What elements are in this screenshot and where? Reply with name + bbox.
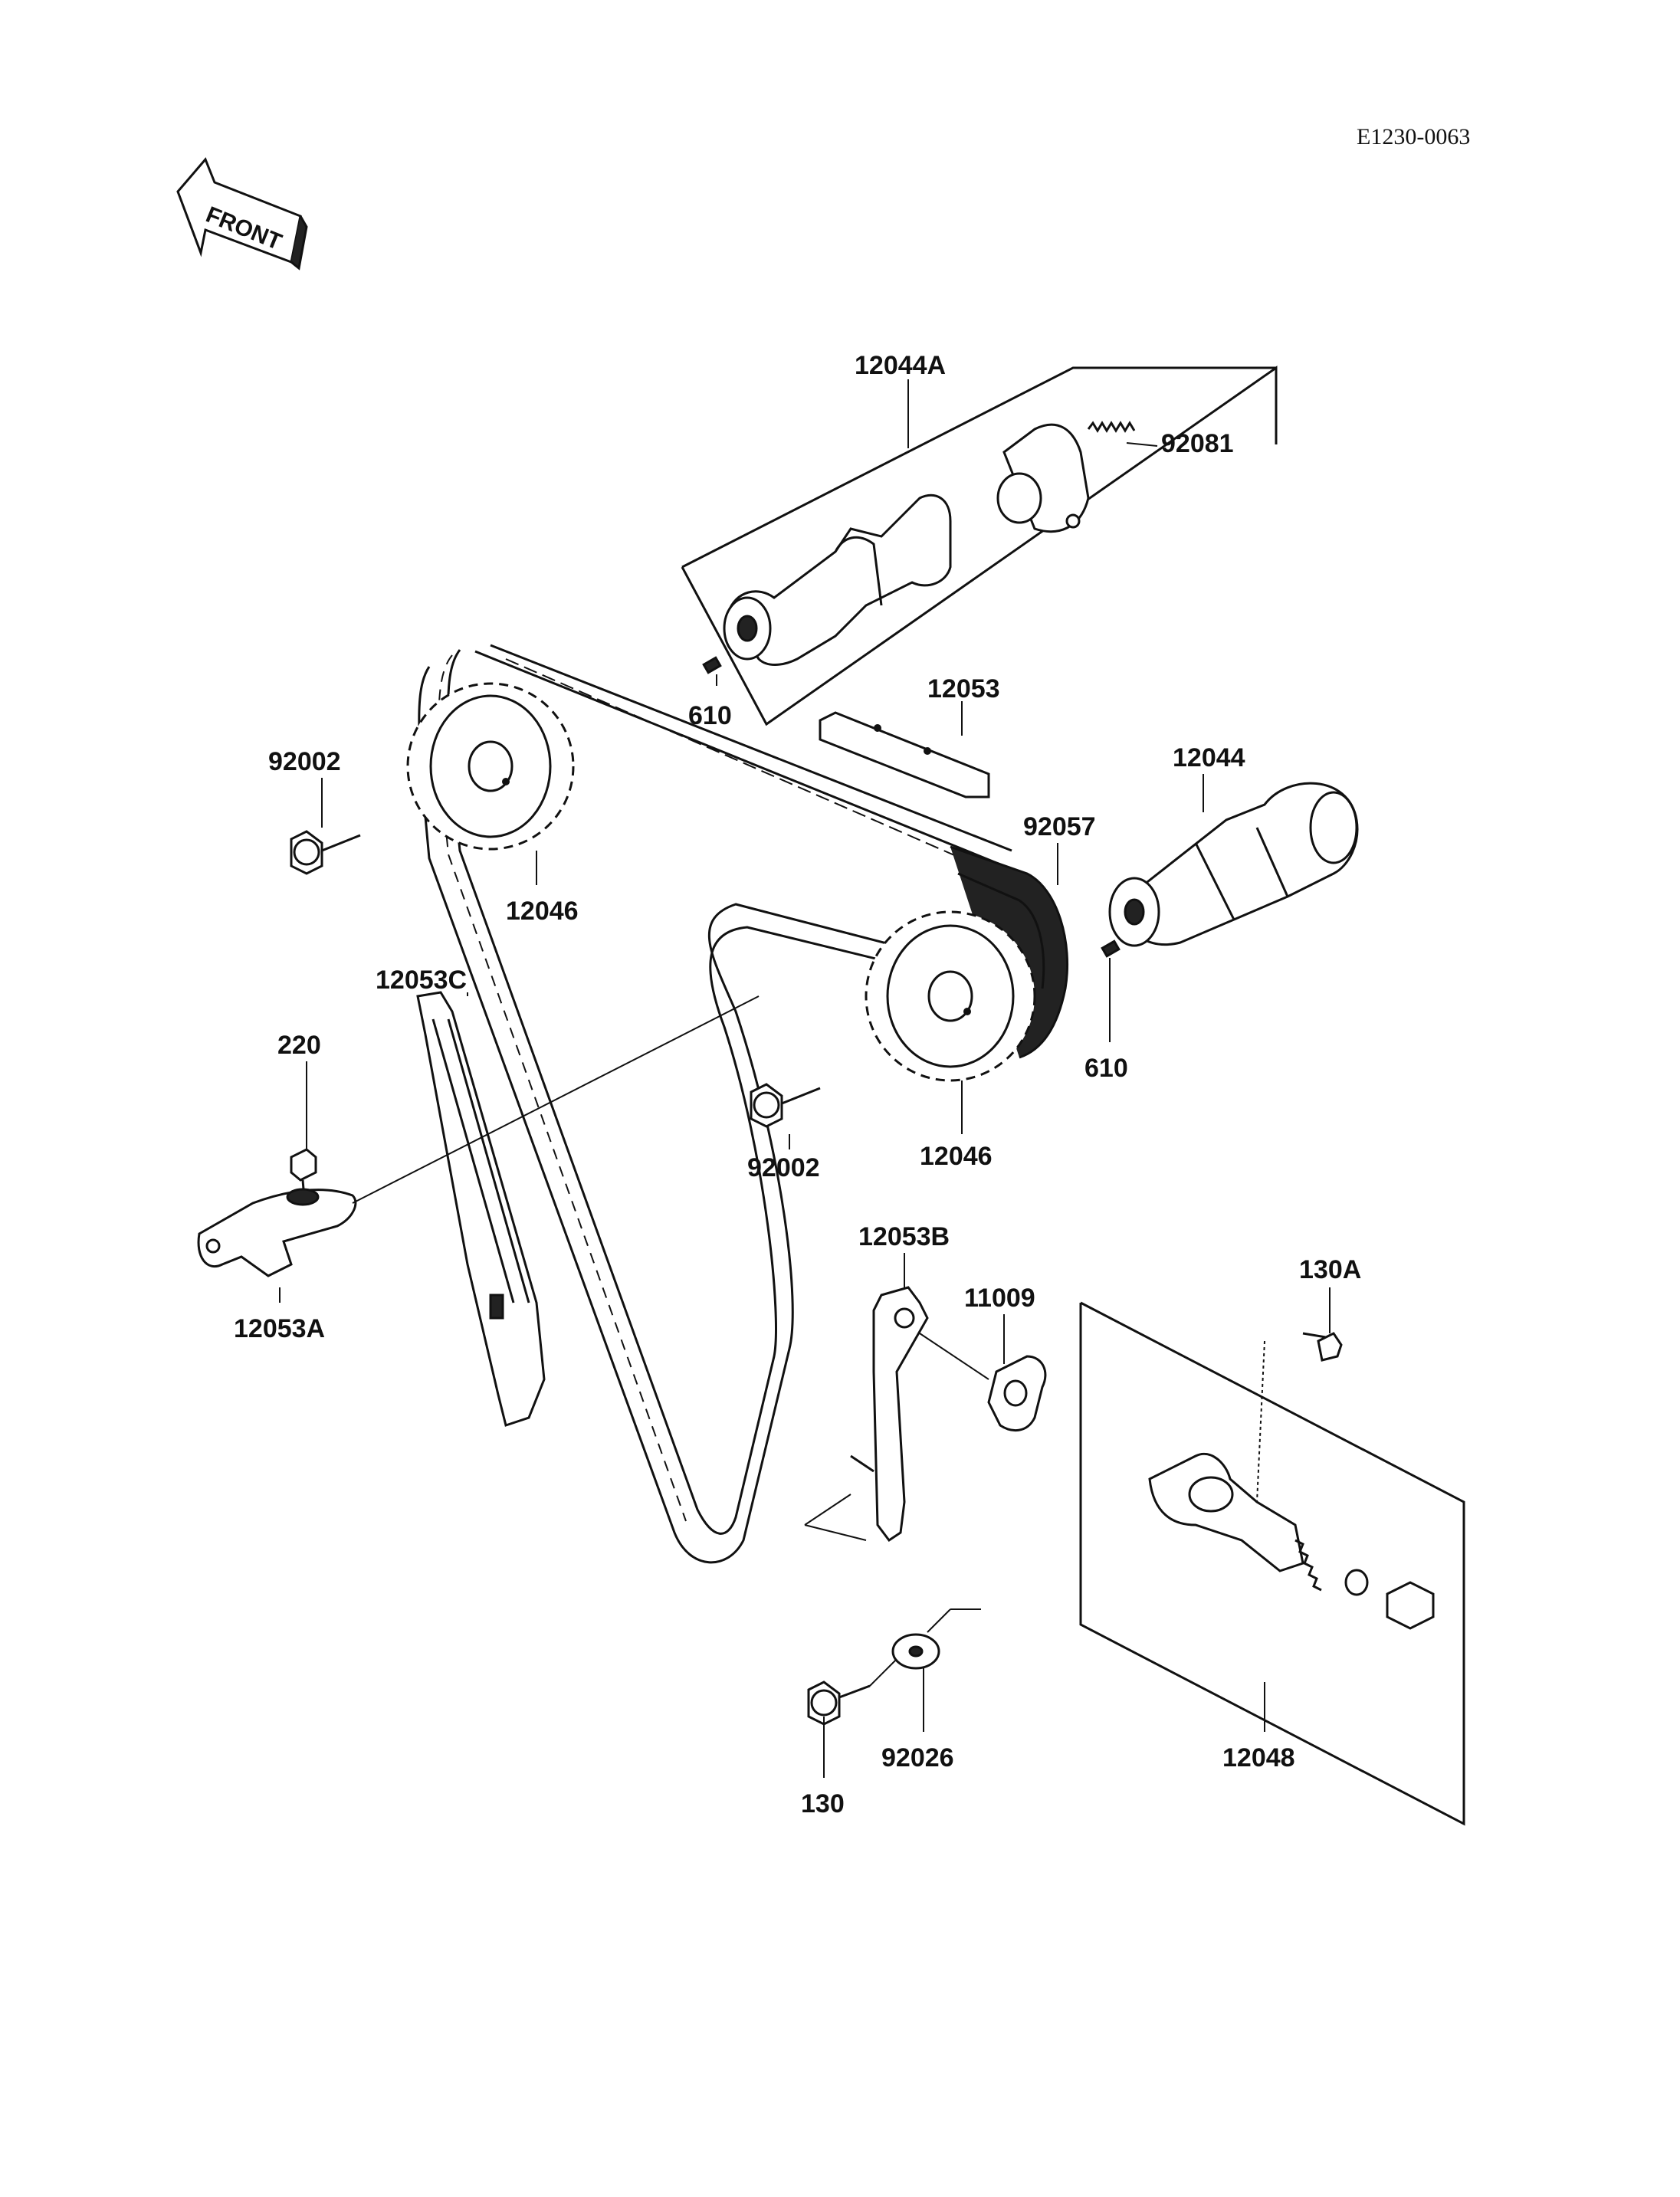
- washer-icon: [891, 1608, 981, 1670]
- label-washer: 92026: [881, 1743, 954, 1772]
- leader-gasket: [919, 1333, 989, 1380]
- leader-lines: [279, 379, 1331, 1778]
- camshaft-exhaust-group: [681, 366, 1278, 726]
- tensioner-group: [1079, 1301, 1465, 1826]
- leader-guide-a: [352, 995, 760, 1204]
- label-guide-upper: 12053: [927, 674, 1000, 703]
- front-arrow-icon: FRONT: [176, 157, 308, 271]
- chain-guide-upper: [819, 711, 990, 798]
- bolt-130-icon: [807, 1658, 897, 1726]
- label-guide-a: 12053A: [234, 1314, 325, 1343]
- label-bolt-upper-left: 92002: [268, 747, 341, 776]
- label-bolt-130a: 130A: [1299, 1255, 1361, 1284]
- label-sprocket-right: 12046: [920, 1142, 993, 1171]
- label-camshaft-exhaust: 12044A: [855, 351, 946, 380]
- chain-guide-a: [197, 1188, 357, 1277]
- label-bolt-center: 92002: [747, 1153, 820, 1182]
- sprocket-left: [406, 682, 575, 851]
- bolt-130a-icon: [1302, 1332, 1343, 1362]
- label-guide-c: 12053C: [376, 966, 467, 995]
- sprocket-right: [865, 910, 1036, 1082]
- label-spring: 92081: [1161, 429, 1234, 458]
- chain-guide-c: [416, 991, 546, 1427]
- label-bolt-130: 130: [801, 1789, 845, 1818]
- label-guide-b: 12053B: [858, 1222, 950, 1251]
- label-sprocket-left: 12046: [506, 897, 579, 926]
- label-gasket: 11009: [964, 1284, 1035, 1313]
- bolt-center-icon: [750, 1083, 821, 1128]
- label-pin-upper: 610: [688, 701, 732, 730]
- chain-guide-b: [804, 1286, 929, 1543]
- label-camshaft-intake: 12044: [1173, 743, 1245, 772]
- label-chain: 92057: [1023, 812, 1096, 841]
- gasket: [987, 1355, 1047, 1432]
- diagram-code: E1230-0063: [1357, 124, 1470, 149]
- label-pin-lower: 610: [1084, 1054, 1128, 1083]
- label-bolt-220: 220: [277, 1031, 321, 1060]
- bolt-upper-left-icon: [290, 830, 361, 875]
- label-tensioner: 12048: [1222, 1743, 1295, 1772]
- camshaft-intake: [1101, 782, 1359, 958]
